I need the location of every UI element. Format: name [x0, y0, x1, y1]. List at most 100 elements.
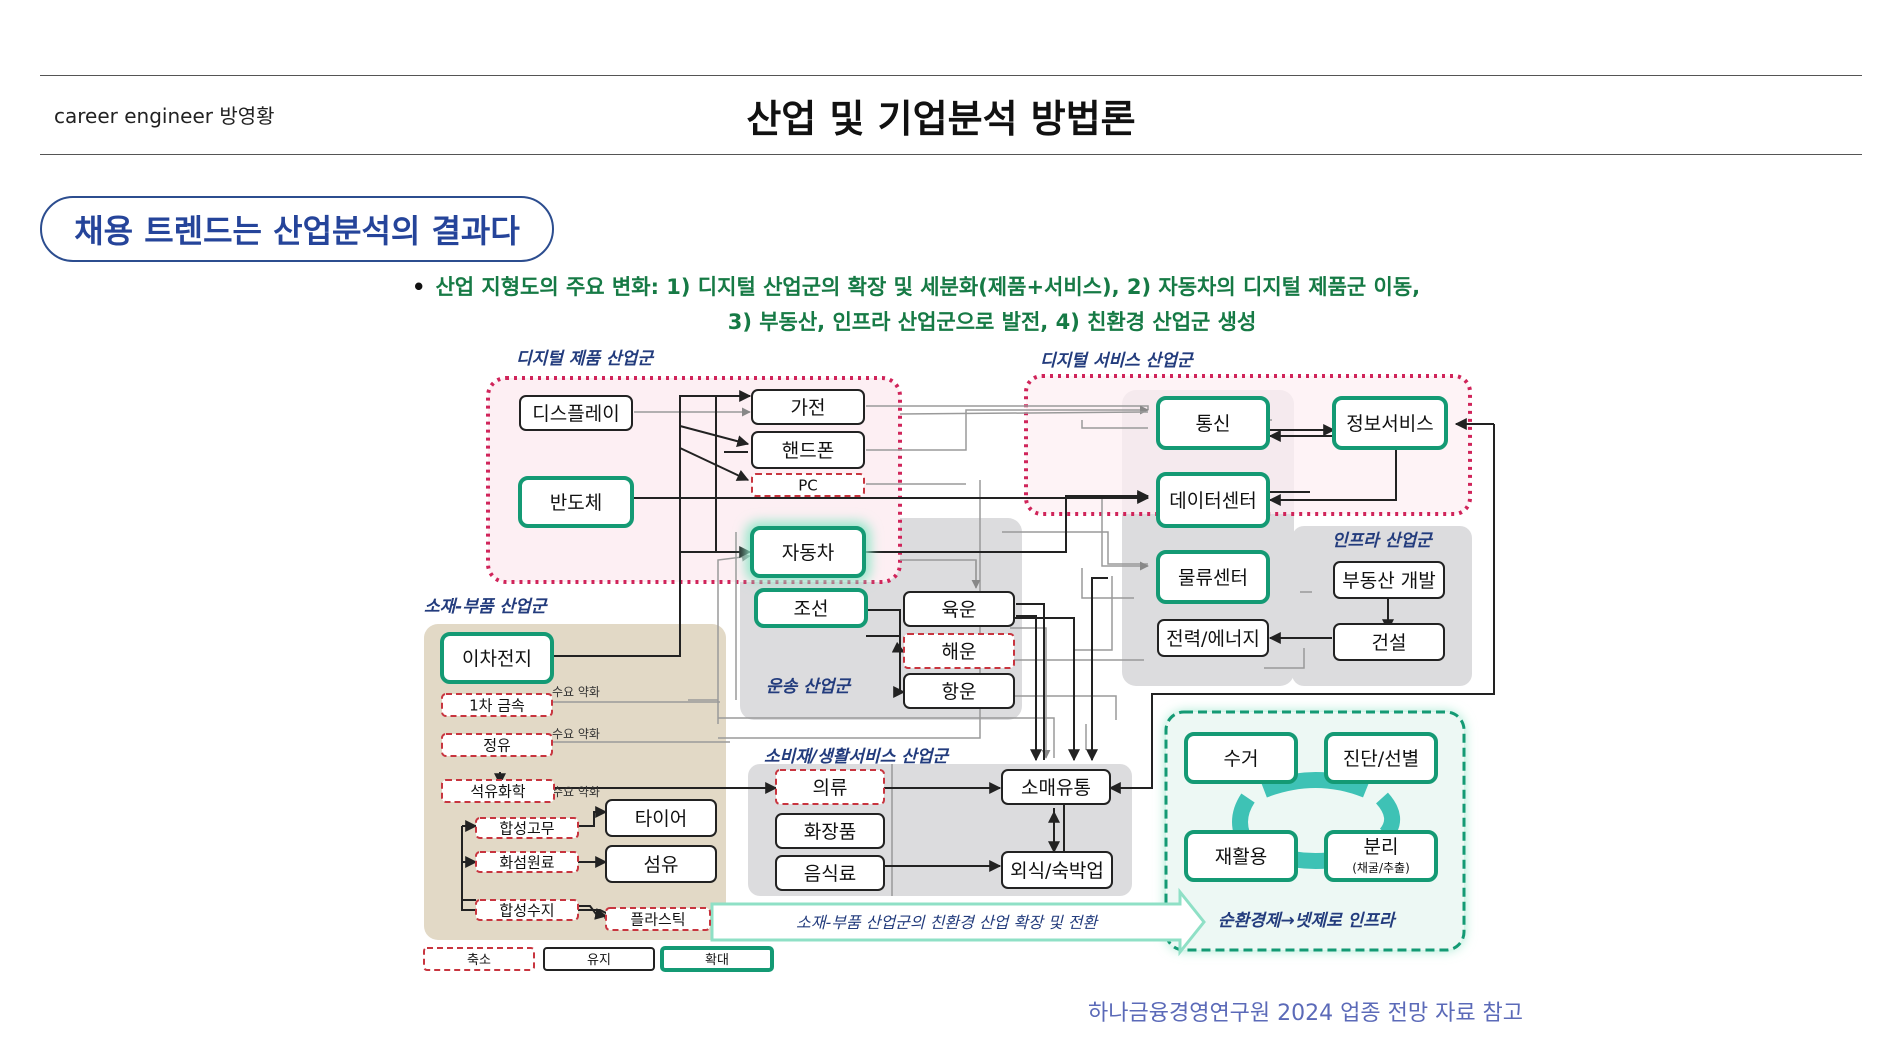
- node-label: 가전: [791, 397, 826, 419]
- node-label: 외식/숙박업: [1010, 860, 1104, 882]
- legend-label-maintain: 유지: [587, 953, 611, 968]
- node-power: 전력/에너지: [1157, 619, 1269, 657]
- weak-demand-note: 수요 약화: [552, 684, 600, 699]
- node-food: 음식료: [775, 855, 885, 891]
- node-box: [441, 733, 553, 757]
- bullet-line-1: 산업 지형도의 주요 변화: 1) 디지털 산업군의 확장 및 세분화(제품+서…: [435, 275, 1421, 299]
- node-tire: 타이어: [605, 799, 717, 837]
- node-label: 육운: [942, 599, 977, 621]
- legend-label-shrink: 축소: [467, 953, 491, 968]
- node-cosmetics: 화장품: [775, 813, 885, 849]
- node-box: [605, 907, 711, 931]
- node-refining: 정유: [441, 733, 553, 757]
- node-box: [1184, 732, 1298, 784]
- node-battery: 이차전지: [440, 632, 554, 684]
- top-rule: [40, 75, 1862, 76]
- node-label: 수거: [1224, 748, 1259, 770]
- node-box: [605, 799, 717, 837]
- node-label: 음식료: [804, 863, 856, 885]
- node-label: 정유: [483, 736, 511, 754]
- page-title: 산업 및 기업분석 방법론: [746, 97, 1136, 141]
- legend-label-expand: 확대: [705, 953, 729, 968]
- group-label-digital-product: 디지털 제품 산업군: [516, 349, 655, 369]
- node-collect: 수거: [1184, 732, 1298, 784]
- node-info-service: 정보서비스: [1332, 396, 1448, 450]
- node-label: 화섬원료: [499, 853, 554, 871]
- node-construction: 건설: [1333, 623, 1445, 661]
- group-label-material: 소재-부품 산업군: [424, 597, 549, 617]
- node-label: 1차 금속: [469, 696, 525, 714]
- node-box: [903, 591, 1015, 627]
- node-box: [440, 632, 554, 684]
- node-shipbuilding: 조선: [754, 588, 868, 628]
- node-label: 플라스틱: [630, 910, 685, 928]
- node-box: [605, 845, 717, 883]
- eco-transition-note: 소재-부품 산업군의 친환경 산업 확장 및 전환: [796, 913, 1100, 932]
- node-box: [1184, 830, 1298, 882]
- node-label: 합성고무: [499, 819, 554, 837]
- node-box: [1332, 396, 1448, 450]
- node-box: [750, 526, 866, 578]
- node-box: [441, 779, 555, 803]
- node-air-transport: 항운: [903, 673, 1015, 709]
- node-label: 물류센터: [1178, 567, 1248, 589]
- node-synthetic-material: 화섬원료: [475, 851, 579, 873]
- node-label: PC: [798, 476, 818, 494]
- legend-swatch-shrink: [423, 947, 535, 971]
- node-label: 의류: [813, 777, 848, 799]
- node-box: [475, 817, 579, 839]
- group-label-consumer: 소비재/생활서비스 산업군: [764, 747, 951, 767]
- node-land-transport: 육운: [903, 591, 1015, 627]
- node-box: [1333, 623, 1445, 661]
- group-label-infra: 인프라 산업군: [1332, 531, 1434, 551]
- group-label-digital-service: 디지털 서비스 산업군: [1040, 351, 1195, 371]
- bullet-line-2: 3) 부동산, 인프라 산업군으로 발전, 4) 친환경 산업군 생성: [727, 310, 1257, 334]
- node-box: [751, 389, 865, 425]
- node-label: 타이어: [635, 808, 687, 830]
- node-label: 반도체: [550, 492, 602, 514]
- bottom-rule: [40, 154, 1862, 155]
- node-box: [1156, 550, 1270, 604]
- node-plastic: 플라스틱: [605, 907, 711, 931]
- cycle-arrow-top: [1261, 772, 1369, 798]
- node-synthetic-resin: 합성수지: [475, 899, 579, 921]
- brand-text: career engineer 방영황: [54, 104, 275, 128]
- node-box: [1156, 396, 1270, 450]
- node-box: [903, 673, 1015, 709]
- node-label: 자동차: [782, 542, 834, 564]
- node-box: [1324, 830, 1438, 882]
- node-recycle: 재활용: [1184, 830, 1298, 882]
- node-label: 이차전지: [462, 648, 532, 670]
- group-label-transport: 운송 산업군: [766, 677, 852, 697]
- node-clothing: 의류: [775, 769, 885, 805]
- node-label: 석유화학: [470, 782, 525, 800]
- legend-swatch-expand: [660, 946, 774, 972]
- node-box: [441, 693, 553, 717]
- node-sublabel: (채굴/추출): [1352, 861, 1410, 875]
- node-label: 통신: [1196, 413, 1231, 435]
- node-sea-transport: 해운: [903, 633, 1015, 669]
- node-box: [519, 395, 633, 431]
- node-label: 조선: [794, 598, 829, 620]
- node-label: 진단/선별: [1343, 748, 1419, 770]
- node-telecom: 통신: [1156, 396, 1270, 450]
- node-separate: 분리(채굴/추출): [1324, 830, 1438, 882]
- node-car: 자동차: [746, 522, 870, 582]
- node-box: [1156, 472, 1270, 528]
- node-box: [754, 588, 868, 628]
- node-datacenter: 데이터센터: [1156, 472, 1270, 528]
- node-label: 건설: [1372, 632, 1407, 654]
- node-label: 데이터센터: [1169, 490, 1256, 512]
- node-petrochem: 석유화학: [441, 779, 555, 803]
- node-box: [775, 855, 885, 891]
- node-label: 전력/에너지: [1166, 628, 1260, 650]
- weak-demand-note: 수요 약화: [552, 726, 600, 741]
- node-box: [1324, 732, 1438, 784]
- legend-swatch-maintain: [543, 947, 655, 971]
- node-label: 항운: [942, 681, 977, 703]
- node-box: [1001, 769, 1111, 805]
- node-display: 디스플레이: [519, 395, 633, 431]
- bullet-dot-icon: •: [412, 275, 426, 299]
